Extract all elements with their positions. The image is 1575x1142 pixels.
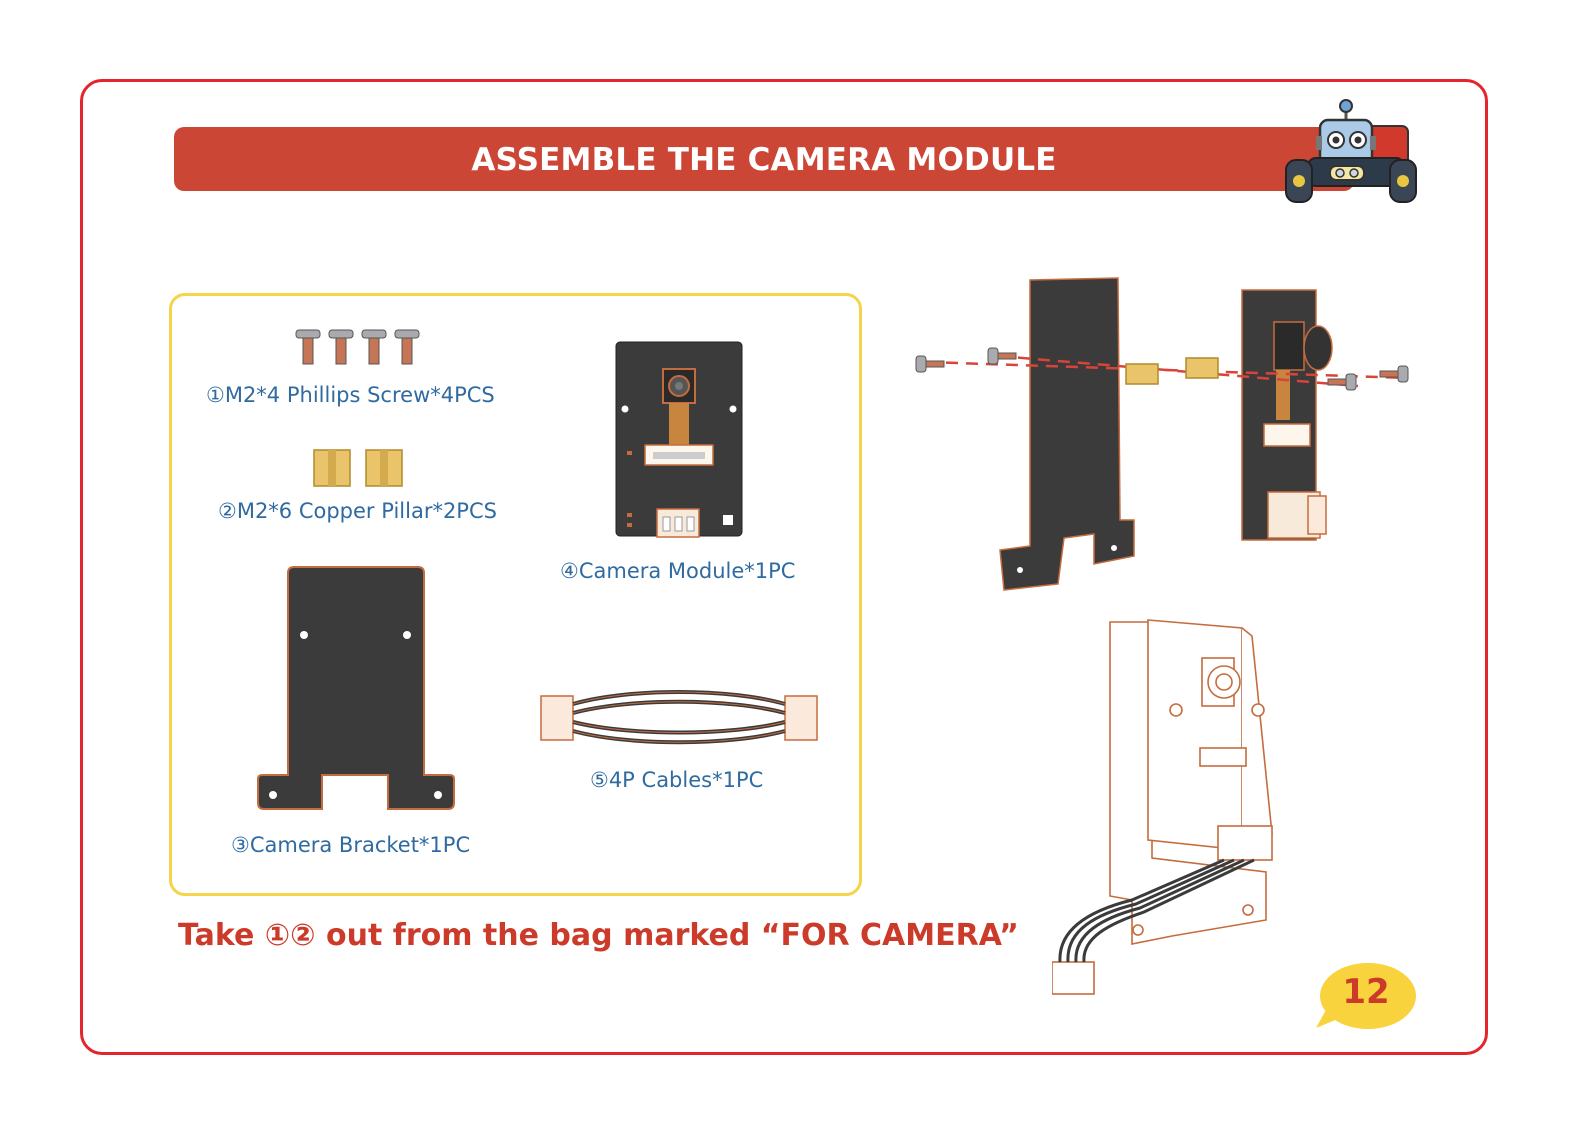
speech-bubble-icon [1316,963,1416,1029]
page-title: ASSEMBLE THE CAMERA MODULE [471,142,1057,178]
four-pin-cable-icon [540,690,818,745]
parts-list-box [169,293,862,896]
title-banner: ASSEMBLE THE CAMERA MODULE [174,127,1354,191]
page-frame [80,79,1488,1055]
camera-bracket-icon [257,566,455,810]
camera-module-icon [615,341,743,538]
phillips-screw-icon [295,329,420,365]
part-label-pillar: ②M2*6 Copper Pillar*2PCS [218,499,497,523]
part-label-camera-module: ④Camera Module*1PC [560,559,796,583]
page-number: 12 [1342,972,1390,1012]
assembled-camera-diagram [1052,619,1273,995]
robot-car-mascot-icon [1285,99,1417,203]
exploded-assembly-diagram [915,277,1409,591]
part-label-bracket: ③Camera Bracket*1PC [231,833,471,857]
copper-pillar-icon [313,449,403,487]
part-label-screw: ①M2*4 Phillips Screw*4PCS [206,383,495,407]
part-label-cable: ⑤4P Cables*1PC [590,768,764,792]
instruction-text: Take ①② out from the bag marked “FOR CAM… [178,918,1019,953]
